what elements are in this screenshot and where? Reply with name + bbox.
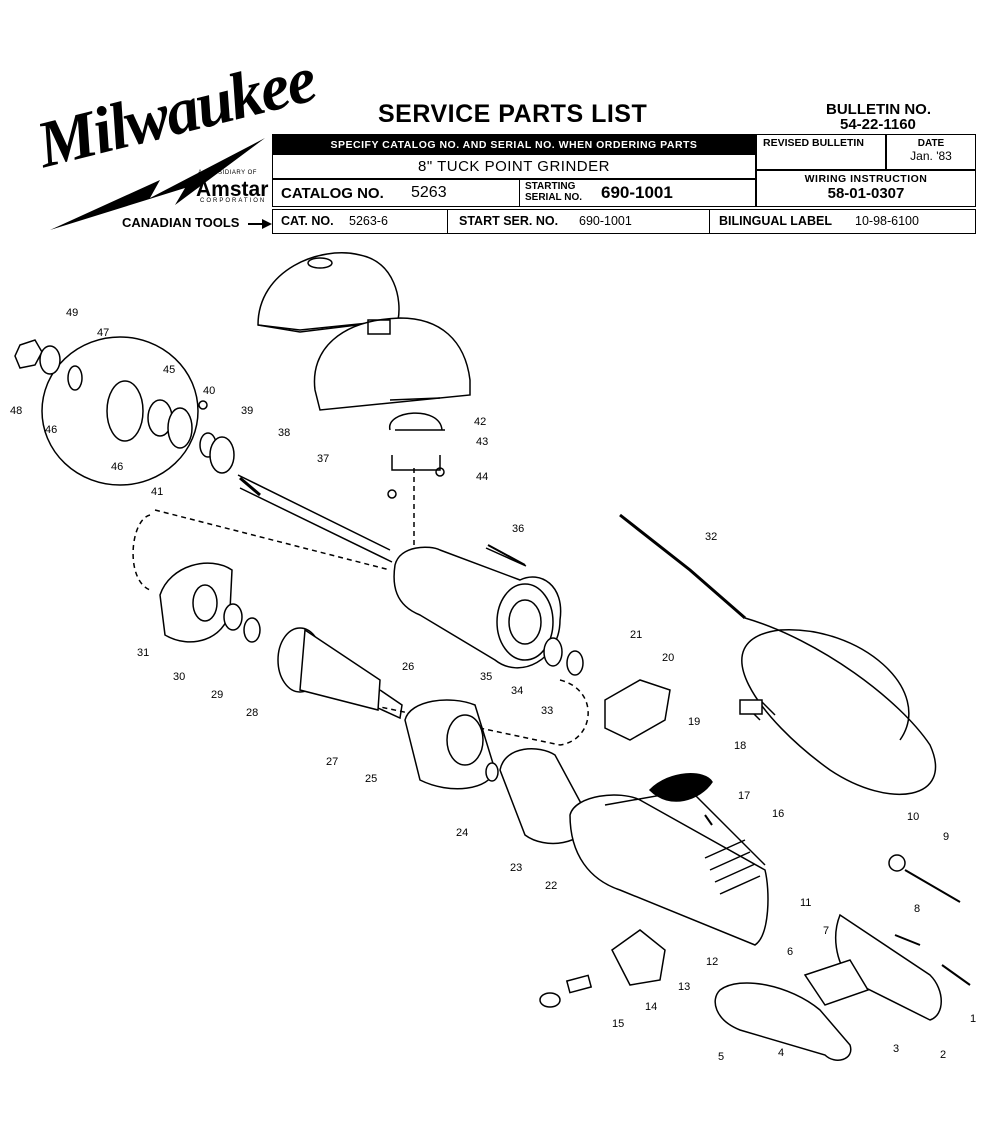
part-label: 3 bbox=[893, 1043, 899, 1055]
part-label: 46 bbox=[45, 424, 57, 436]
part-label: 34 bbox=[511, 685, 523, 697]
arrow-right-icon bbox=[248, 219, 272, 229]
part-label: 43 bbox=[476, 436, 488, 448]
serial-label: SERIAL NO. bbox=[525, 192, 583, 203]
part-label: 36 bbox=[512, 523, 524, 535]
part-label: 39 bbox=[241, 405, 253, 417]
date-cell: DATE Jan. '83 bbox=[886, 134, 976, 170]
serial-number: 690-1001 bbox=[601, 183, 673, 202]
part-label: 46 bbox=[111, 461, 123, 473]
part-label: 38 bbox=[278, 427, 290, 439]
part-label: 8 bbox=[914, 903, 920, 915]
part-label: 21 bbox=[630, 629, 642, 641]
part-label: 17 bbox=[738, 790, 750, 802]
bilingual-label: BILINGUAL LABEL bbox=[719, 214, 832, 228]
part-label: 35 bbox=[480, 671, 492, 683]
catalog-label: CATALOG NO. bbox=[281, 185, 384, 202]
page-title: SERVICE PARTS LIST bbox=[378, 100, 648, 128]
part-label: 48 bbox=[10, 405, 22, 417]
part-label: 44 bbox=[476, 471, 488, 483]
part-label: 19 bbox=[688, 716, 700, 728]
can-cat-number: 5263-6 bbox=[349, 214, 388, 228]
ordering-banner: SPECIFY CATALOG NO. AND SERIAL NO. WHEN … bbox=[272, 134, 756, 154]
catalog-row: CATALOG NO. 5263 STARTING SERIAL NO. 690… bbox=[272, 179, 756, 207]
lightning-bolt-logo bbox=[50, 138, 265, 230]
wiring-cell: WIRING INSTRUCTION 58-01-0307 bbox=[756, 170, 976, 207]
part-label: 13 bbox=[678, 981, 690, 993]
part-label: 37 bbox=[317, 453, 329, 465]
part-label: 14 bbox=[645, 1001, 657, 1013]
part-label: 22 bbox=[545, 880, 557, 892]
part-label: 6 bbox=[787, 946, 793, 958]
part-label: 28 bbox=[246, 707, 258, 719]
part-label: 42 bbox=[474, 416, 486, 428]
part-label: 5 bbox=[718, 1051, 724, 1063]
part-label: 23 bbox=[510, 862, 522, 874]
bulletin-label: BULLETIN NO. bbox=[826, 101, 931, 118]
part-label: 49 bbox=[66, 307, 78, 319]
part-label: 12 bbox=[706, 956, 718, 968]
part-label: 18 bbox=[734, 740, 746, 752]
exploded-parts-diagram: 1 2 3 4 5 6 7 8 9 10 11 12 13 14 15 16 1… bbox=[10, 252, 976, 1063]
wiring-number: 58-01-0307 bbox=[827, 185, 905, 202]
date-value: Jan. '83 bbox=[910, 149, 952, 163]
part-label: 30 bbox=[173, 671, 185, 683]
part-label: 47 bbox=[97, 327, 109, 339]
part-label: 24 bbox=[456, 827, 468, 839]
part-label: 27 bbox=[326, 756, 338, 768]
part-label: 40 bbox=[203, 385, 215, 397]
part-label: 25 bbox=[365, 773, 377, 785]
part-label: 15 bbox=[612, 1018, 624, 1030]
part-label: 7 bbox=[823, 925, 829, 937]
date-label: DATE bbox=[917, 138, 945, 149]
part-label: 9 bbox=[943, 831, 949, 843]
bilingual-number: 10-98-6100 bbox=[855, 214, 919, 228]
part-label: 4 bbox=[778, 1047, 784, 1059]
amstar-logo: Amstar bbox=[196, 178, 269, 201]
start-ser-label: START SER. NO. bbox=[459, 214, 559, 228]
wiring-label: WIRING INSTRUCTION bbox=[804, 173, 928, 185]
part-label: 20 bbox=[662, 652, 674, 664]
canadian-row: CAT. NO. 5263-6 START SER. NO. 690-1001 … bbox=[272, 209, 976, 234]
model-name: 8" TUCK POINT GRINDER bbox=[272, 154, 756, 179]
part-label: 33 bbox=[541, 705, 553, 717]
part-label: 31 bbox=[137, 647, 149, 659]
part-label: 32 bbox=[705, 531, 717, 543]
starting-label: STARTING bbox=[525, 181, 576, 192]
catalog-number: 5263 bbox=[411, 184, 447, 201]
part-label: 45 bbox=[163, 364, 175, 376]
part-label: 11 bbox=[800, 897, 811, 909]
start-ser-number: 690-1001 bbox=[579, 214, 632, 228]
corporation-text: CORPORATION bbox=[200, 198, 267, 204]
bulletin-number: 54-22-1160 bbox=[840, 116, 916, 133]
subsidiary-text: A SUBSIDIARY OF bbox=[198, 170, 257, 176]
can-cat-label: CAT. NO. bbox=[281, 214, 334, 228]
part-label: 26 bbox=[402, 661, 414, 673]
part-label: 10 bbox=[907, 811, 919, 823]
revised-label: REVISED BULLETIN bbox=[763, 137, 864, 149]
canadian-tools-label: CANADIAN TOOLS bbox=[122, 215, 240, 230]
part-label: 41 bbox=[151, 486, 163, 498]
part-label: 29 bbox=[211, 689, 223, 701]
revised-bulletin-cell: REVISED BULLETIN bbox=[756, 134, 886, 170]
part-label: 2 bbox=[940, 1049, 946, 1061]
part-label: 1 bbox=[970, 1013, 976, 1025]
part-label: 16 bbox=[772, 808, 784, 820]
